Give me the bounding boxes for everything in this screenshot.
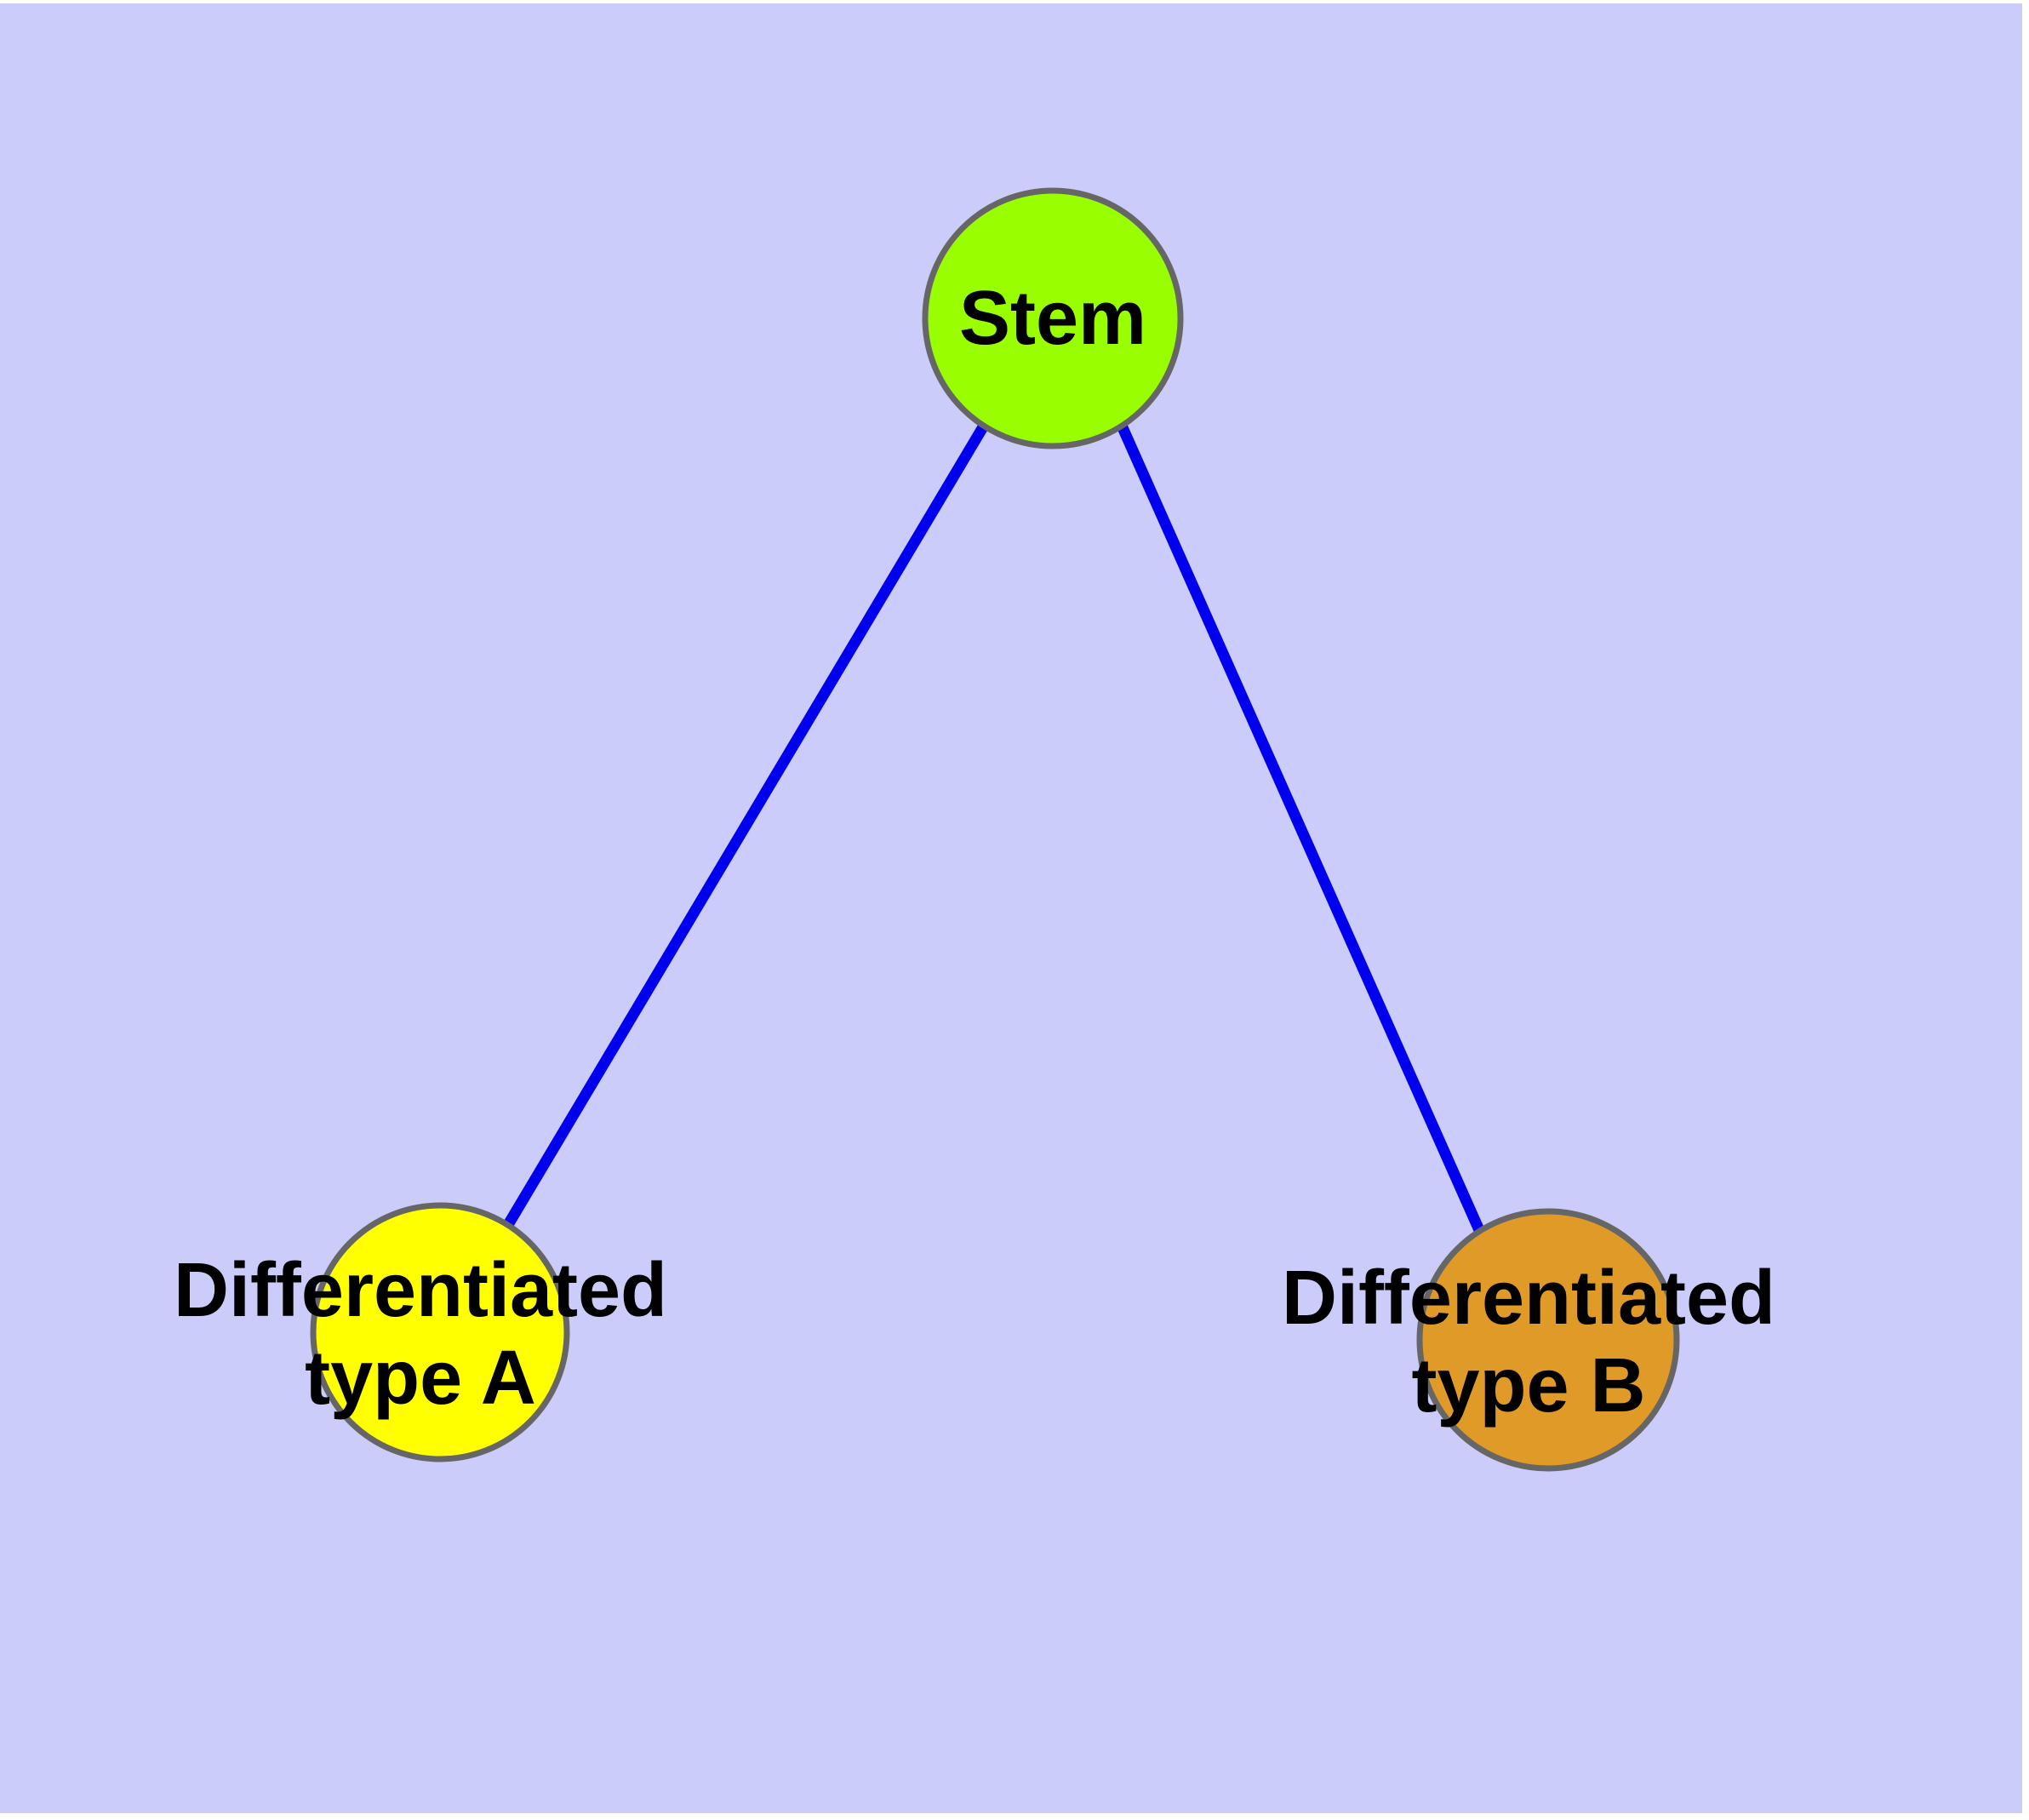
edges-layer — [504, 422, 1484, 1233]
label-line: type A — [305, 1336, 536, 1421]
nodes-layer — [310, 187, 1680, 1472]
label-line: Differentiated — [1282, 1256, 1775, 1341]
edge-stem-to-diff-b[interactable] — [1117, 423, 1484, 1233]
node-diff-a[interactable] — [310, 1202, 570, 1462]
node-label-stem: Stem — [959, 276, 1146, 361]
label-line: type B — [1411, 1343, 1645, 1428]
node-stem[interactable] — [922, 187, 1184, 449]
edge-stem-to-diff-a[interactable] — [504, 422, 989, 1227]
node-diff-b[interactable] — [1416, 1208, 1680, 1472]
label-line: Stem — [959, 276, 1146, 361]
label-line: Differentiated — [174, 1248, 667, 1333]
